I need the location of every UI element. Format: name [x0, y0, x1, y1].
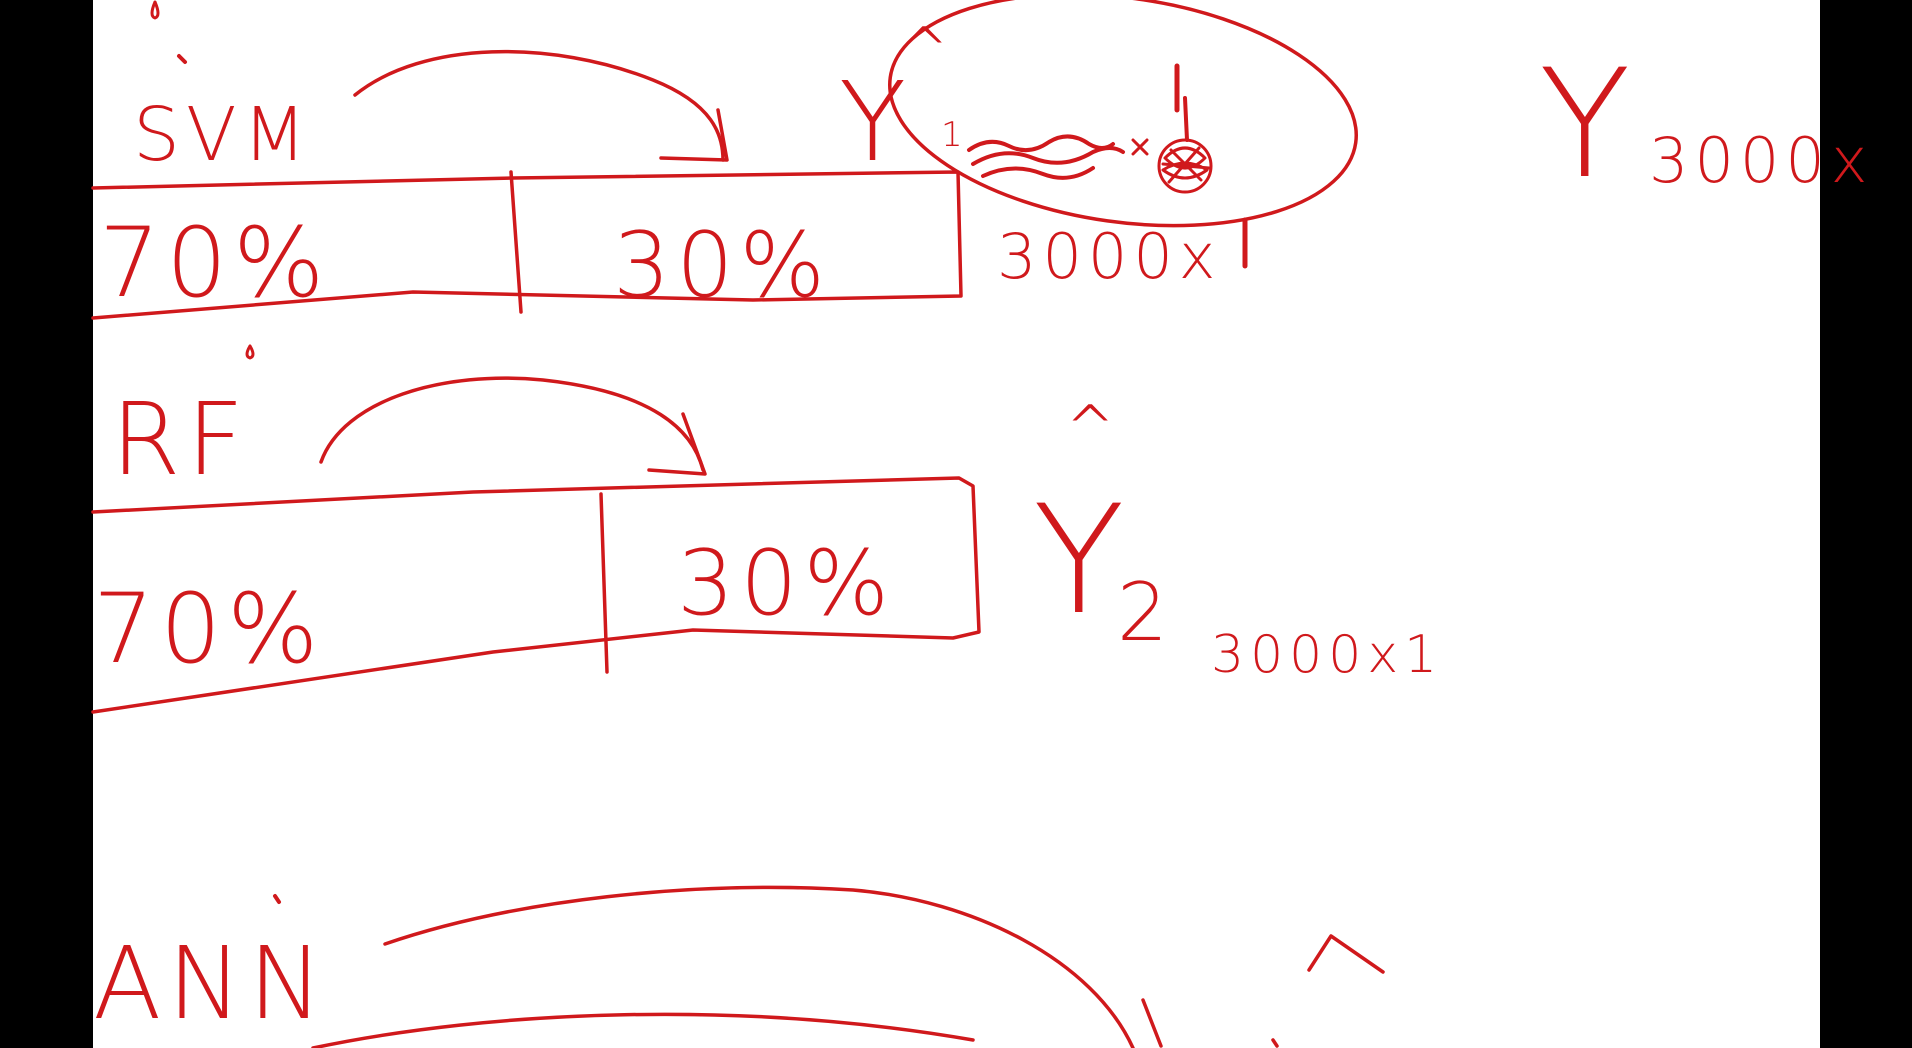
rf-test-percent: 30%: [677, 531, 895, 636]
svm-label: SVM: [133, 92, 312, 178]
y-hat-2-subscript: 2: [1117, 566, 1174, 659]
scribble-x: [1131, 138, 1149, 156]
y-hat-3-partial: [1271, 1038, 1279, 1048]
y-hat-1-symbol: Y: [839, 58, 912, 186]
y-true-symbol: Y: [1539, 38, 1637, 212]
y-hat-2-dimension: 3000x1: [1211, 625, 1443, 685]
left-letterbox: [0, 0, 93, 1048]
svm-bar-divider: [509, 170, 523, 314]
svm-arrow-head: [659, 108, 729, 162]
y-hat-1-subscript: 1: [941, 115, 969, 155]
ann-dot-mark: [273, 894, 281, 904]
y-hat-1-dimension: 3000x: [997, 220, 1221, 293]
y-hat-1-circle: [888, 0, 1358, 228]
svm-train-percent: 70%: [99, 207, 330, 319]
scribble-ball-fill: [1161, 146, 1211, 184]
svm-test-percent: 30%: [613, 213, 831, 318]
rf-arrow-head: [647, 412, 707, 476]
exclamation-line-mid: [1183, 96, 1189, 142]
rf-label: RF: [111, 381, 250, 498]
rf-train-percent: 70%: [93, 573, 324, 685]
exclamation-mark: [1157, 63, 1248, 269]
rf-bar-outline: [91, 476, 981, 714]
scribble-ball-outline: [1157, 138, 1213, 194]
rf-bar-divider: [599, 492, 609, 674]
y-hat-3-caret: [1307, 934, 1385, 974]
y-hat-2-symbol: Y: [1033, 474, 1131, 648]
y-true-dimension: 3000x: [1649, 124, 1873, 197]
y-hat-1-caret: ^: [899, 15, 955, 85]
ann-arrow-head: [1141, 998, 1163, 1048]
svm-tick-mark: [177, 54, 187, 64]
svm-arrow: [353, 49, 725, 162]
y-hat-2-caret: ^: [1065, 393, 1121, 463]
scribbled-out-text: [967, 134, 1149, 180]
rf-arrow: [319, 376, 705, 472]
ann-bar-top-edge: [311, 1012, 975, 1048]
scribble-strokes: [967, 134, 1125, 180]
ann-arrow: [383, 885, 1135, 1048]
svm-dot-mark: [150, 0, 160, 20]
right-letterbox: [1820, 0, 1912, 1048]
whiteboard-canvas[interactable]: SVM 70% 30% ^ Y 1: [91, 0, 1867, 1048]
rf-dot-mark: [245, 344, 255, 360]
ink-layer: SVM 70% 30% ^ Y 1: [91, 0, 1867, 1048]
ann-label: ANN: [93, 925, 329, 1042]
